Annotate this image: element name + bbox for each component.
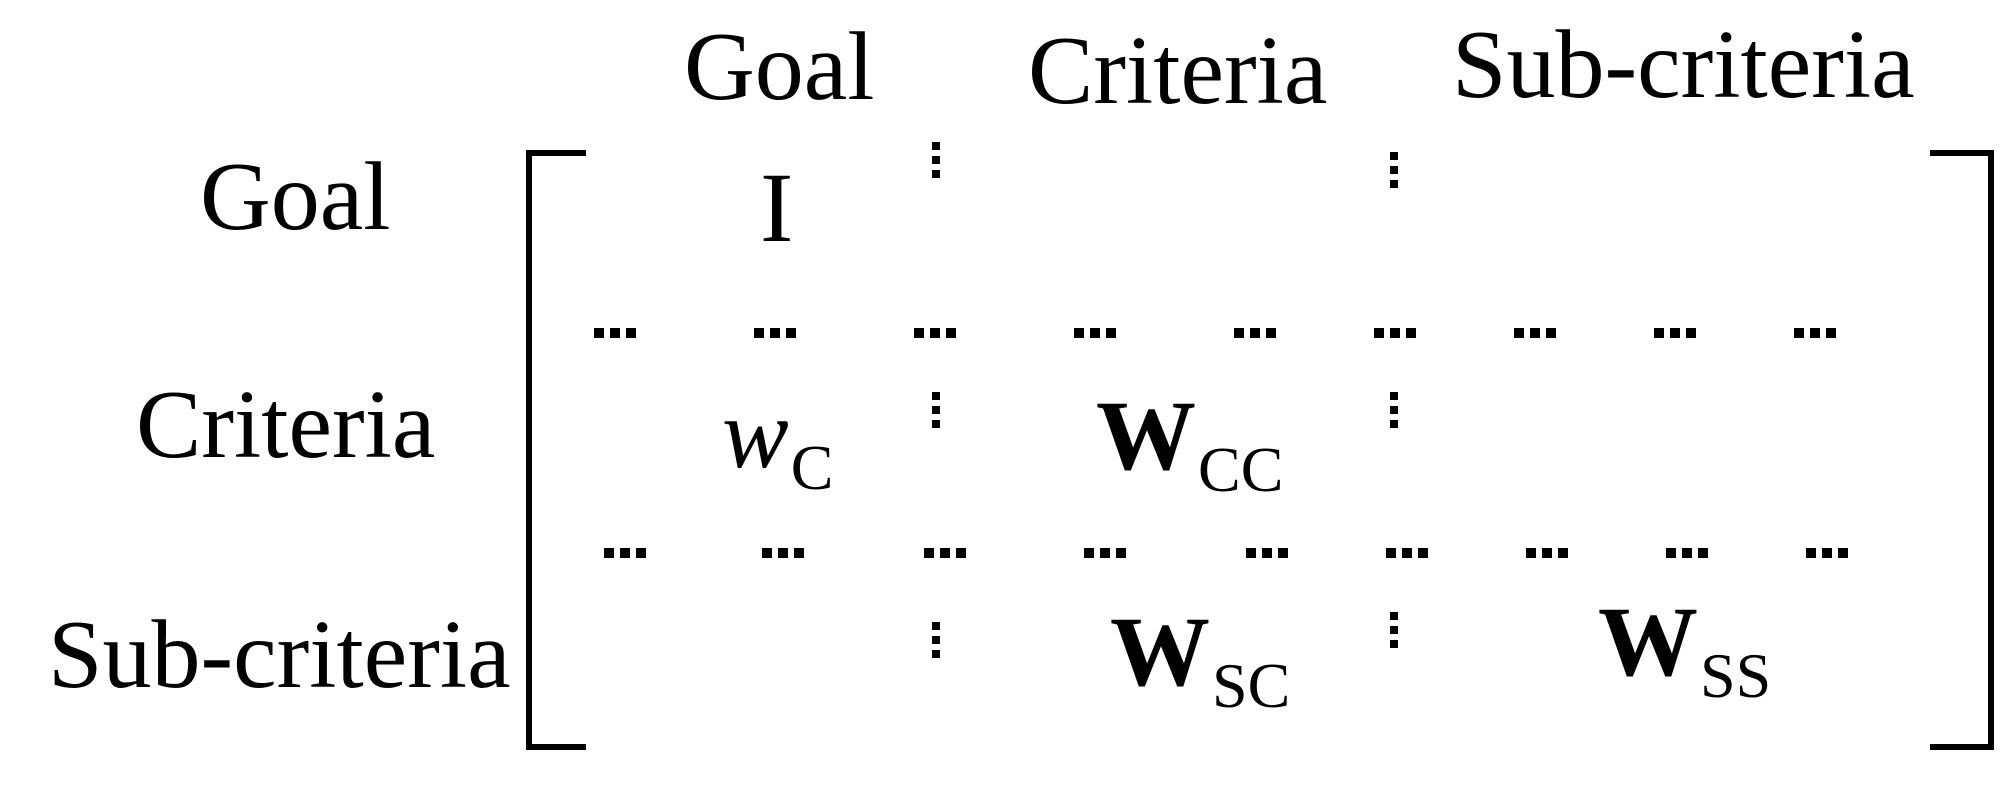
- row-header-criteria: Criteria: [136, 371, 436, 479]
- row-header-goal: Goal: [200, 143, 391, 251]
- vertical-ellipsis: [932, 392, 942, 432]
- entry-criteria-criteria-subscript: CC: [1198, 434, 1284, 505]
- matrix-left-bracket: [526, 150, 586, 750]
- horizontal-ellipsis: [754, 328, 796, 340]
- entry-subcriteria-criteria: WSC: [1110, 602, 1290, 718]
- column-header-subcriteria: Sub-criteria: [1452, 11, 1915, 119]
- horizontal-ellipsis: [1806, 548, 1848, 560]
- row-header-subcriteria: Sub-criteria: [48, 601, 511, 709]
- horizontal-ellipsis: [1074, 328, 1116, 340]
- horizontal-ellipsis: [1246, 548, 1288, 560]
- horizontal-ellipsis: [1526, 548, 1568, 560]
- vertical-ellipsis: [1390, 612, 1400, 652]
- horizontal-ellipsis: [594, 328, 636, 340]
- entry-subcriteria-subcriteria: WSS: [1598, 592, 1771, 708]
- horizontal-ellipsis: [1084, 548, 1126, 560]
- horizontal-ellipsis: [1386, 548, 1428, 560]
- horizontal-ellipsis: [1666, 548, 1708, 560]
- matrix-right-bracket: [1930, 150, 1994, 750]
- horizontal-ellipsis: [914, 328, 956, 340]
- entry-subcriteria-subcriteria-subscript: SS: [1700, 640, 1772, 711]
- vertical-ellipsis: [932, 142, 942, 182]
- entry-subcriteria-subcriteria-symbol: W: [1598, 586, 1698, 697]
- horizontal-ellipsis: [1654, 328, 1696, 340]
- horizontal-ellipsis: [1794, 328, 1836, 340]
- vertical-ellipsis: [1390, 392, 1400, 432]
- column-header-goal: Goal: [684, 13, 875, 121]
- horizontal-ellipsis: [1514, 328, 1556, 340]
- entry-criteria-goal-symbol: w: [722, 378, 789, 489]
- entry-criteria-goal: wC: [722, 384, 833, 500]
- entry-criteria-criteria-symbol: W: [1096, 380, 1196, 491]
- column-header-criteria: Criteria: [1028, 17, 1328, 125]
- horizontal-ellipsis: [924, 548, 966, 560]
- vertical-ellipsis: [932, 622, 942, 662]
- entry-subcriteria-criteria-subscript: SC: [1212, 650, 1291, 721]
- horizontal-ellipsis: [1234, 328, 1276, 340]
- vertical-ellipsis: [1390, 152, 1400, 192]
- entry-criteria-criteria: WCC: [1096, 386, 1283, 502]
- horizontal-ellipsis: [1374, 328, 1416, 340]
- horizontal-ellipsis: [762, 548, 804, 560]
- horizontal-ellipsis: [604, 548, 646, 560]
- entry-subcriteria-criteria-symbol: W: [1110, 596, 1210, 707]
- entry-criteria-goal-subscript: C: [790, 432, 834, 503]
- entry-goal-goal: I: [760, 152, 794, 263]
